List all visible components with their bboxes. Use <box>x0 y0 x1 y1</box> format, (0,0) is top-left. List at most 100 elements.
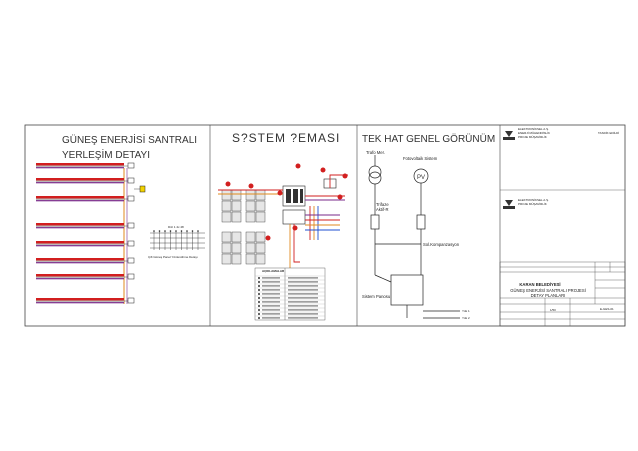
project-line-3: DETAY PLANLARI <box>531 293 566 298</box>
pv-array <box>245 189 266 223</box>
legend-bullet <box>258 289 260 291</box>
string-node <box>197 230 199 232</box>
legend-text-bar <box>262 285 280 287</box>
panel-strip-mid <box>36 165 124 168</box>
compensation-label: Sol.Kompanzasyon <box>423 242 460 247</box>
pv-module <box>221 253 232 265</box>
pv-module <box>221 200 232 212</box>
legend-text-bar <box>288 277 318 279</box>
meter-label-1: Trifaze <box>376 202 389 207</box>
pv-module <box>255 189 266 201</box>
transformer-label: Trafo Mer. <box>366 150 385 155</box>
approval-label: TASDİK EDİLDİ <box>598 130 619 135</box>
solar-panel-row <box>36 258 128 264</box>
legend-text-bar <box>262 289 280 291</box>
solar-panel-row <box>36 274 128 280</box>
solar-panel-row <box>36 298 128 304</box>
legend-text-bar <box>288 317 318 319</box>
panel-strip-bottom <box>36 262 124 264</box>
legend-text-bar <box>288 309 318 311</box>
panel-strip-bottom <box>36 200 124 202</box>
legend-bullet <box>258 281 260 283</box>
pv-module <box>221 231 232 243</box>
panel-strip-top <box>36 298 124 301</box>
pv-module <box>221 189 232 201</box>
string-node <box>180 230 183 232</box>
string-node <box>158 230 161 232</box>
pv-module <box>231 189 242 201</box>
string-note: Dizi 1 4x 48 <box>168 225 184 229</box>
pv-module <box>221 242 232 254</box>
svg-text:PROJE MÜŞAVİRLİK: PROJE MÜŞAVİRLİK <box>518 201 547 206</box>
pv-module <box>255 242 266 254</box>
legend-bullet <box>258 293 260 295</box>
pv-module <box>245 211 256 223</box>
layout-title-line-2: YERLEŞİM DETAYI <box>62 148 150 161</box>
solar-panel-row <box>36 241 128 247</box>
company-logo-top: ELEKTRONİKSEL A.Ş. ENERJİ MÜHENDİSLİK PR… <box>503 126 550 140</box>
pv-module <box>245 231 256 243</box>
system-panel-label: Sistem Panosu <box>362 294 391 299</box>
svg-text:ELEKTRONİKSEL A.Ş.: ELEKTRONİKSEL A.Ş. <box>518 197 549 202</box>
system-panel: S?STEM ?EMASI <box>218 131 348 321</box>
string-node <box>164 230 166 232</box>
string-node <box>175 230 177 232</box>
svg-text:PROJE MÜŞAVİRLİK: PROJE MÜŞAVİRLİK <box>518 134 547 139</box>
string-node <box>191 230 194 232</box>
legend-bullet <box>258 309 260 311</box>
svg-text:ELEKTRONİKSEL A.Ş.: ELEKTRONİKSEL A.Ş. <box>518 126 549 131</box>
panel-strip-mid <box>36 260 124 263</box>
pv-arrays <box>221 189 266 265</box>
panel-strip-top <box>36 258 124 261</box>
single-line-wiring <box>368 155 460 319</box>
legend-text-bar <box>262 305 280 307</box>
string-node <box>186 230 188 232</box>
string-detail: Dizi 1 4x 48 Çift Güneş Panel Yönlendirm… <box>148 225 205 259</box>
legend-text-bar <box>288 289 318 291</box>
string-node <box>153 230 155 232</box>
legend-text-bar <box>288 281 318 283</box>
legend-text-bar <box>288 293 318 295</box>
panel-strip-bottom <box>36 278 124 280</box>
legend-text-bar <box>262 277 280 279</box>
panel-strip-top <box>36 223 124 226</box>
project-line-2: GÜNEŞ ENERJİSİ SANTRALI PROJESİ <box>510 288 586 293</box>
legend-bullet <box>258 305 260 307</box>
panel-strip-top <box>36 163 124 166</box>
legend-text-bar <box>262 281 280 283</box>
panel-strip-mid <box>36 276 124 279</box>
output-label-1: Yük 1 <box>462 309 470 313</box>
legend-bullet <box>258 301 260 303</box>
pv-module <box>231 231 242 243</box>
panel-strip-bottom <box>36 302 124 304</box>
panel-strip-bottom <box>36 245 124 247</box>
panel-strip-bottom <box>36 227 124 229</box>
system-legend: AÇIKLAMALAR <box>254 267 326 321</box>
legend-text-bar <box>288 297 318 299</box>
string-caption: Çift Güneş Panel Yönlendirme Detayı <box>148 255 198 259</box>
pv-array <box>221 231 242 265</box>
marker-points <box>225 163 348 241</box>
output-label-2: Yük 2 <box>462 316 470 320</box>
layout-panel: GÜNEŞ ENERJİSİ SANTRALI YERLEŞİM DETAYI … <box>36 133 205 304</box>
panel-strip-bottom <box>36 167 124 169</box>
layout-title-line-1: GÜNEŞ ENERJİSİ SANTRALI <box>62 133 197 146</box>
legend-bullet <box>258 313 260 315</box>
legend-text-bar <box>288 301 318 303</box>
pv-array <box>245 231 266 265</box>
legend-text-bar <box>262 313 280 315</box>
pv-module <box>221 211 232 223</box>
panel-strip-top <box>36 196 124 199</box>
panel-strip-mid <box>36 180 124 183</box>
pv-module <box>231 242 242 254</box>
pv-module <box>245 253 256 265</box>
system-title: S?STEM ?EMASI <box>232 131 340 145</box>
meter-label-2: Aktif-R <box>376 207 389 212</box>
legend-bullet <box>258 285 260 287</box>
pv-system-label: Fotovoltaik Sistem <box>403 156 438 161</box>
legend-title: AÇIKLAMALAR <box>262 269 285 273</box>
panel-strip-mid <box>36 300 124 303</box>
solar-panel-row <box>36 163 128 169</box>
pv-module <box>245 189 256 201</box>
